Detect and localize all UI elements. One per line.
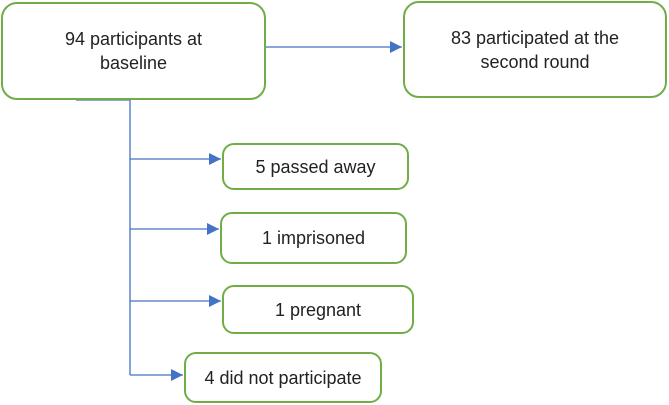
second-round-label-line2: second round bbox=[480, 51, 590, 72]
passed-away-label: 5 passed away bbox=[255, 156, 376, 177]
baseline-node: 94 participants at baseline bbox=[1, 2, 266, 100]
second-round-label-line1: 83 participated at the bbox=[450, 27, 620, 48]
second-round-node: 83 participated at the second round bbox=[403, 1, 667, 98]
pregnant-node: 1 pregnant bbox=[222, 285, 414, 334]
imprisoned-label: 1 imprisoned bbox=[261, 228, 366, 248]
did-not-participate-label: 4 did not participate bbox=[204, 367, 362, 388]
pregnant-label: 1 pregnant bbox=[274, 299, 362, 320]
baseline-label-line2: baseline bbox=[99, 53, 168, 73]
passed-away-node: 5 passed away bbox=[222, 143, 409, 190]
did-not-participate-node: 4 did not participate bbox=[184, 352, 382, 403]
baseline-label-line1: 94 participants at bbox=[64, 29, 203, 49]
imprisoned-node: 1 imprisoned bbox=[220, 212, 407, 264]
